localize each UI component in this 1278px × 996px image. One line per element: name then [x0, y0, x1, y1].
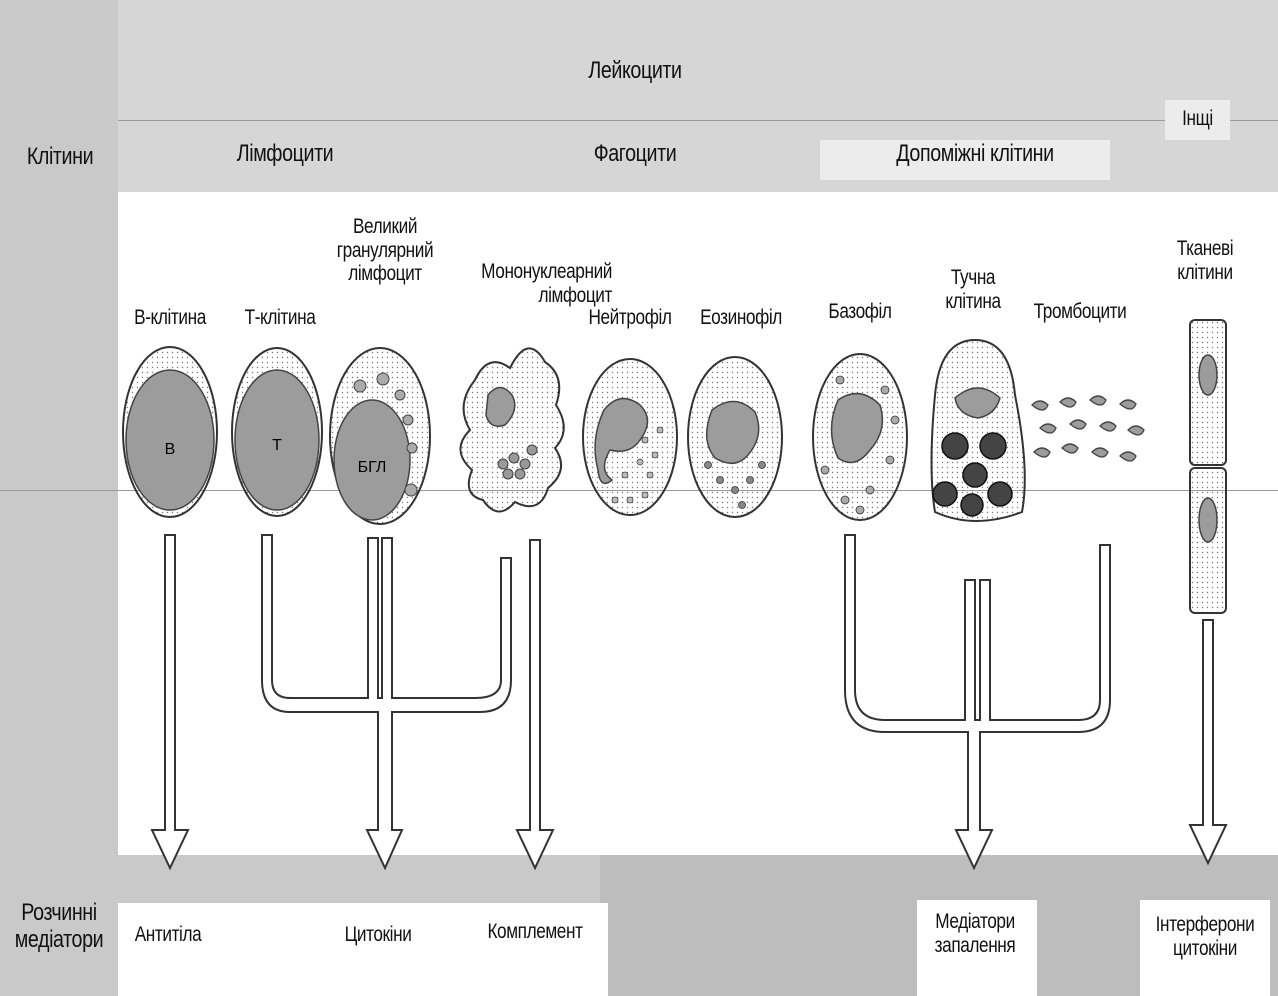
lgl-cell: БГЛ — [330, 348, 430, 524]
arrows — [152, 535, 1226, 868]
b-cell-nucleus-letter: В — [165, 441, 176, 458]
lgl-nucleus-letters: БГЛ — [358, 459, 387, 476]
arrow-lymphocytes-to-cytokines — [262, 535, 511, 868]
arrow-to-complement — [517, 540, 553, 868]
tissue-cells — [1190, 320, 1226, 613]
t-cell-nucleus-letter: Т — [272, 437, 282, 454]
mononuclear-lymphocyte-cell — [460, 348, 563, 511]
platelets-cluster — [1032, 396, 1144, 461]
b-cell: В — [123, 347, 217, 517]
arrow-auxiliary-to-inflammation — [845, 535, 1110, 868]
t-cell: Т — [232, 348, 322, 516]
basophil-cell — [813, 354, 907, 520]
neutrophil-cell — [583, 359, 677, 515]
mast-cell — [932, 340, 1025, 521]
arrow-tissue-to-interferons — [1190, 620, 1226, 863]
eosinophil-cell — [688, 357, 782, 517]
arrow-b-cell-to-antibodies — [152, 535, 188, 868]
